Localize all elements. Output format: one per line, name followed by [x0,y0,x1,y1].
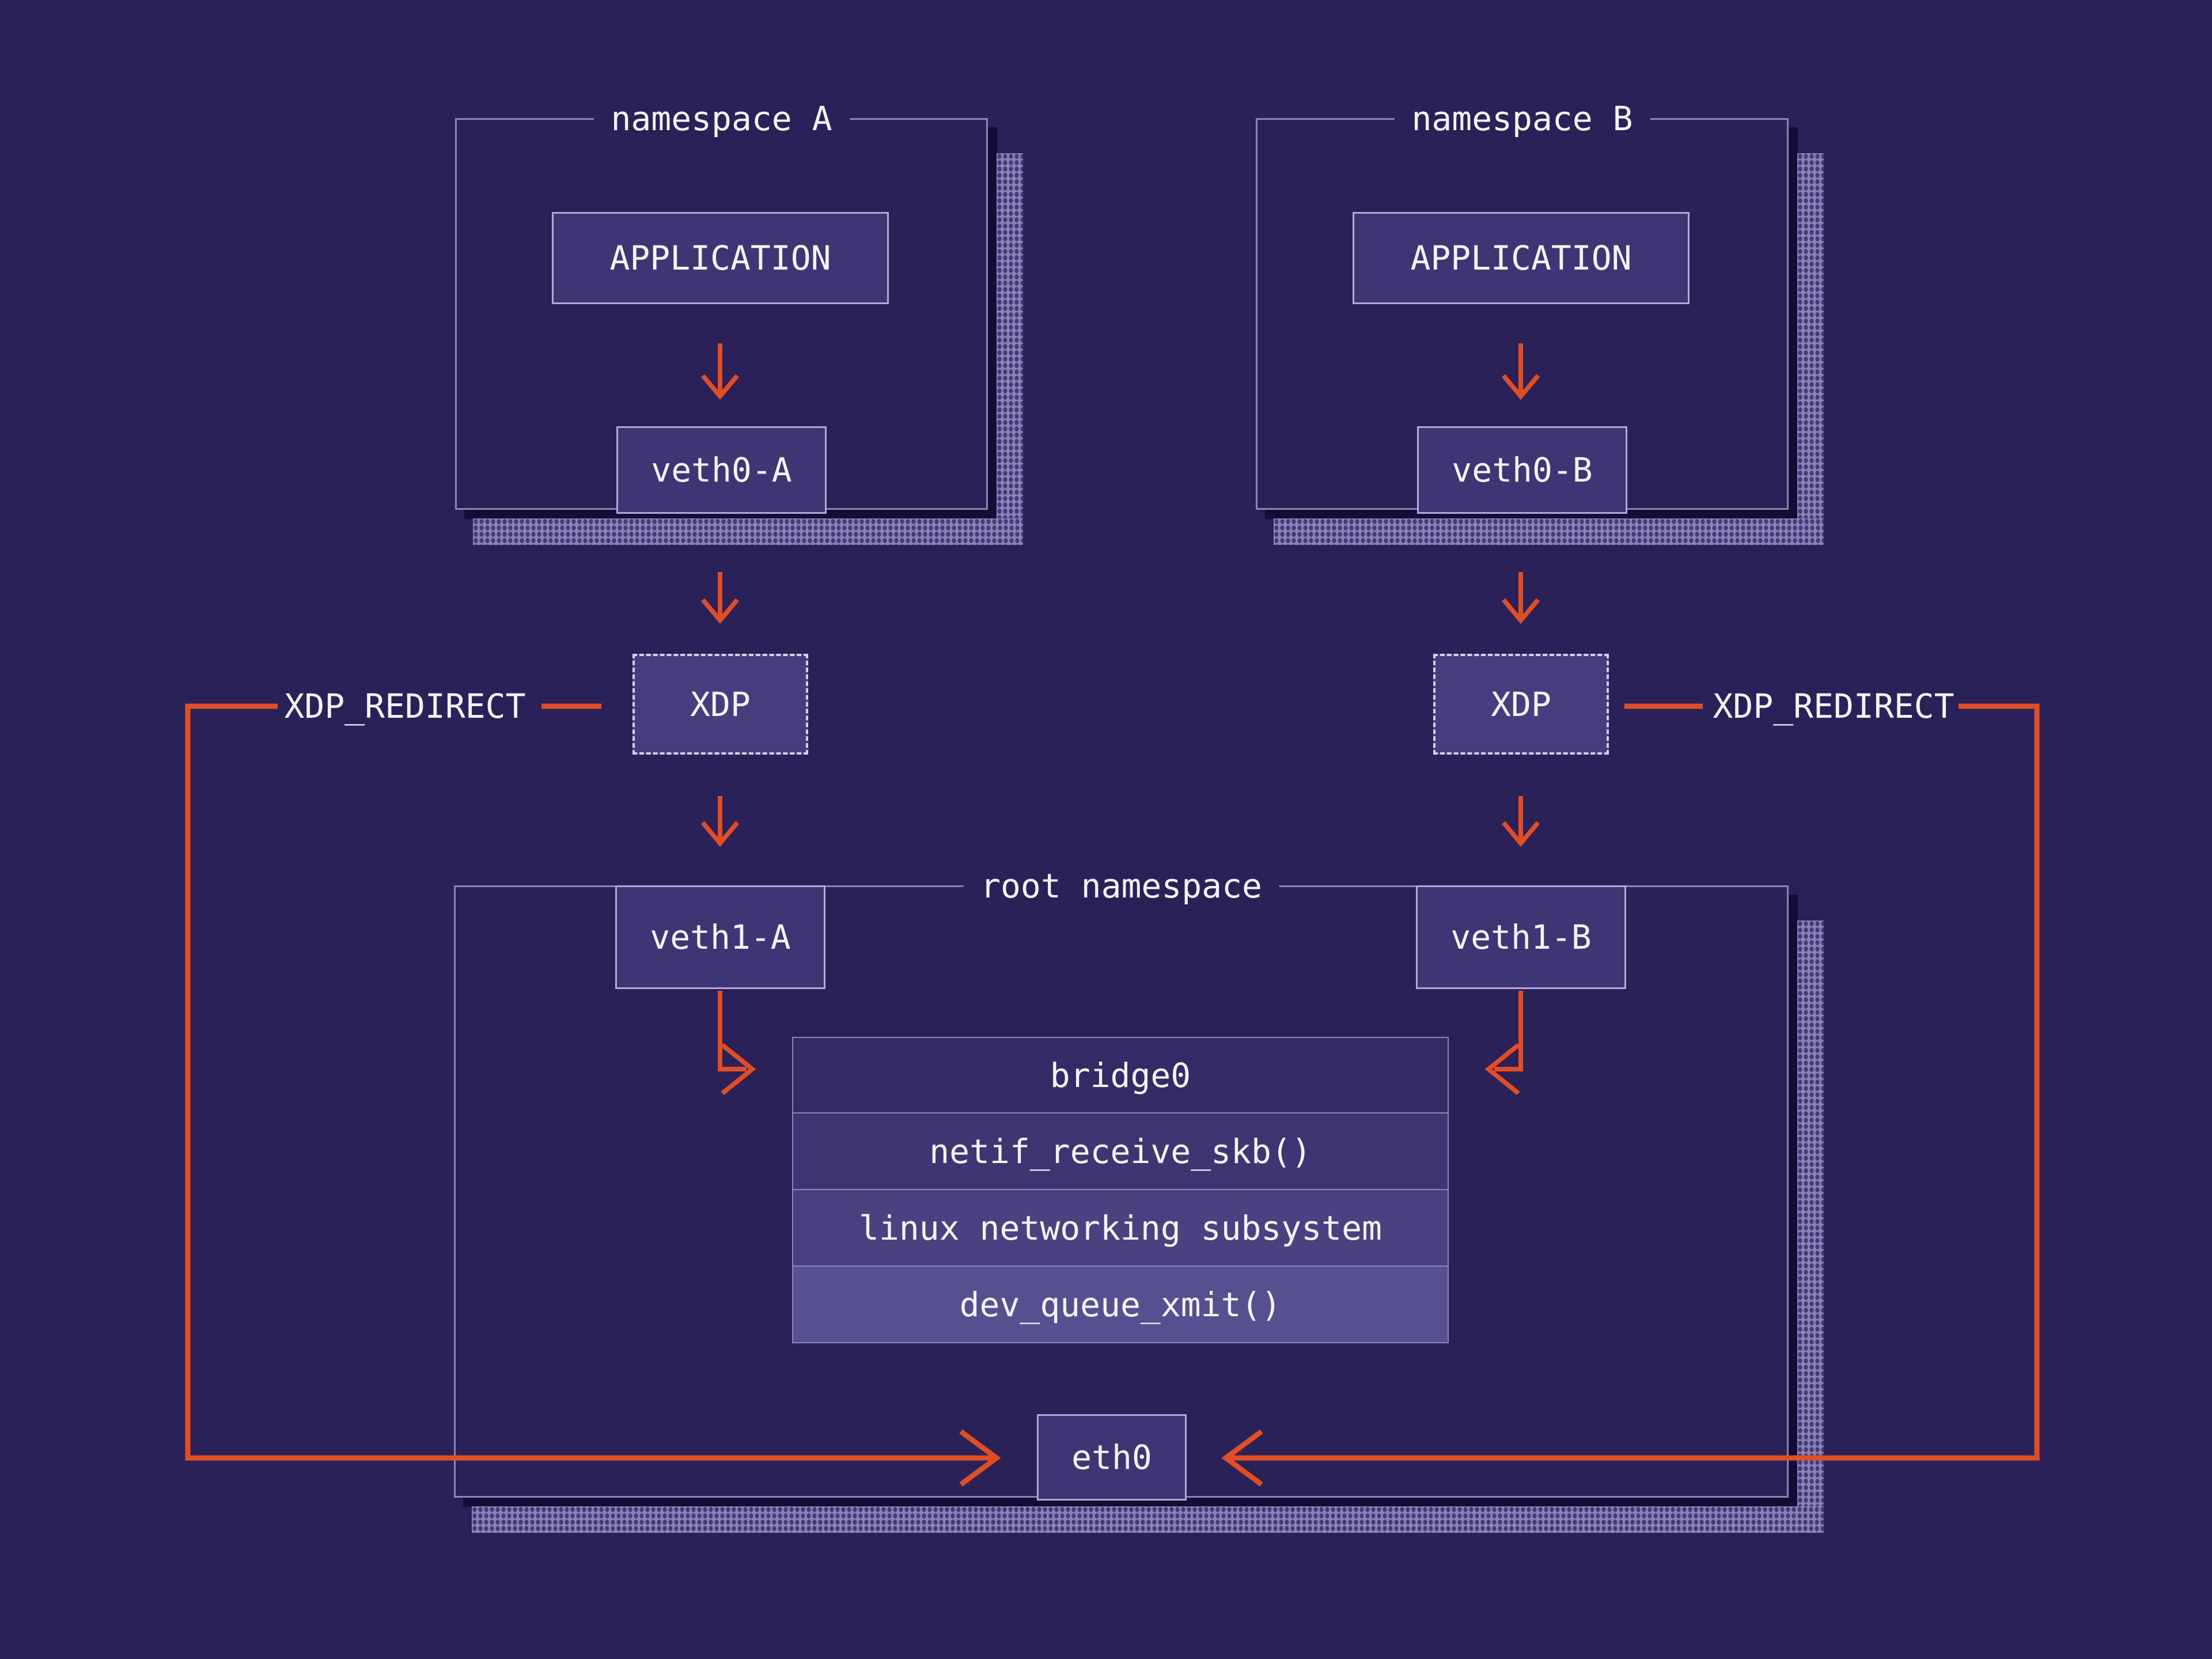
bridge0-row: bridge0 [792,1037,1449,1113]
application-label-a: APPLICATION [609,238,831,278]
application-label-b: APPLICATION [1410,238,1632,278]
application-box-a: APPLICATION [552,212,889,304]
veth1-b-box: veth1-B [1416,885,1626,989]
namespace-a-panel: namespace A [455,97,1023,545]
xdp-redirect-label-left: XDP_REDIRECT [284,687,526,726]
networking-stack: bridge0 netif_receive_skb() linux networ… [792,1037,1449,1343]
namespace-a-halftone-shadow-right [997,153,1023,545]
namespace-b-halftone-shadow-bottom [1274,518,1824,545]
root-namespace-halftone-shadow-bottom [472,1506,1824,1533]
netif-receive-skb-row: netif_receive_skb() [792,1113,1449,1190]
veth0-a-box: veth0-A [616,426,827,514]
xdp-label-b: XDP [1491,684,1551,724]
eth0-box: eth0 [1037,1414,1187,1501]
root-namespace-title: root namespace [963,864,1279,908]
root-namespace-halftone-shadow-right [1797,921,1824,1533]
xdp-label-a: XDP [690,684,751,724]
application-box-b: APPLICATION [1353,212,1690,304]
arrowhead-veth0-b-to-xdp-b [1501,598,1540,624]
namespace-b-title: namespace B [1394,97,1650,141]
xdp-redirect-label-right: XDP_REDIRECT [1713,687,1955,726]
dev-queue-xmit-row: dev_queue_xmit() [792,1267,1449,1343]
xdp-box-a: XDP [632,654,808,755]
linux-networking-subsystem-row: linux networking subsystem [792,1190,1449,1267]
namespace-b-halftone-shadow-right [1797,153,1824,545]
veth1-b-label: veth1-B [1450,918,1592,957]
xdp-box-b: XDP [1433,654,1609,755]
veth1-a-label: veth1-A [650,918,791,957]
veth0-a-label: veth0-A [651,450,792,490]
veth0-b-label: veth0-B [1452,450,1593,490]
arrowhead-xdp-a-to-veth1-a [700,821,740,847]
namespace-a-halftone-shadow-bottom [473,518,1023,545]
veth1-a-box: veth1-A [615,885,825,989]
namespace-a-title: namespace A [593,97,850,141]
arrowhead-veth0-a-to-xdp-a [700,598,740,624]
namespace-b-panel: namespace B [1256,97,1824,545]
arrowhead-xdp-b-to-veth1-b [1501,821,1540,847]
eth0-label: eth0 [1071,1438,1152,1477]
veth0-b-box: veth0-B [1417,426,1627,514]
